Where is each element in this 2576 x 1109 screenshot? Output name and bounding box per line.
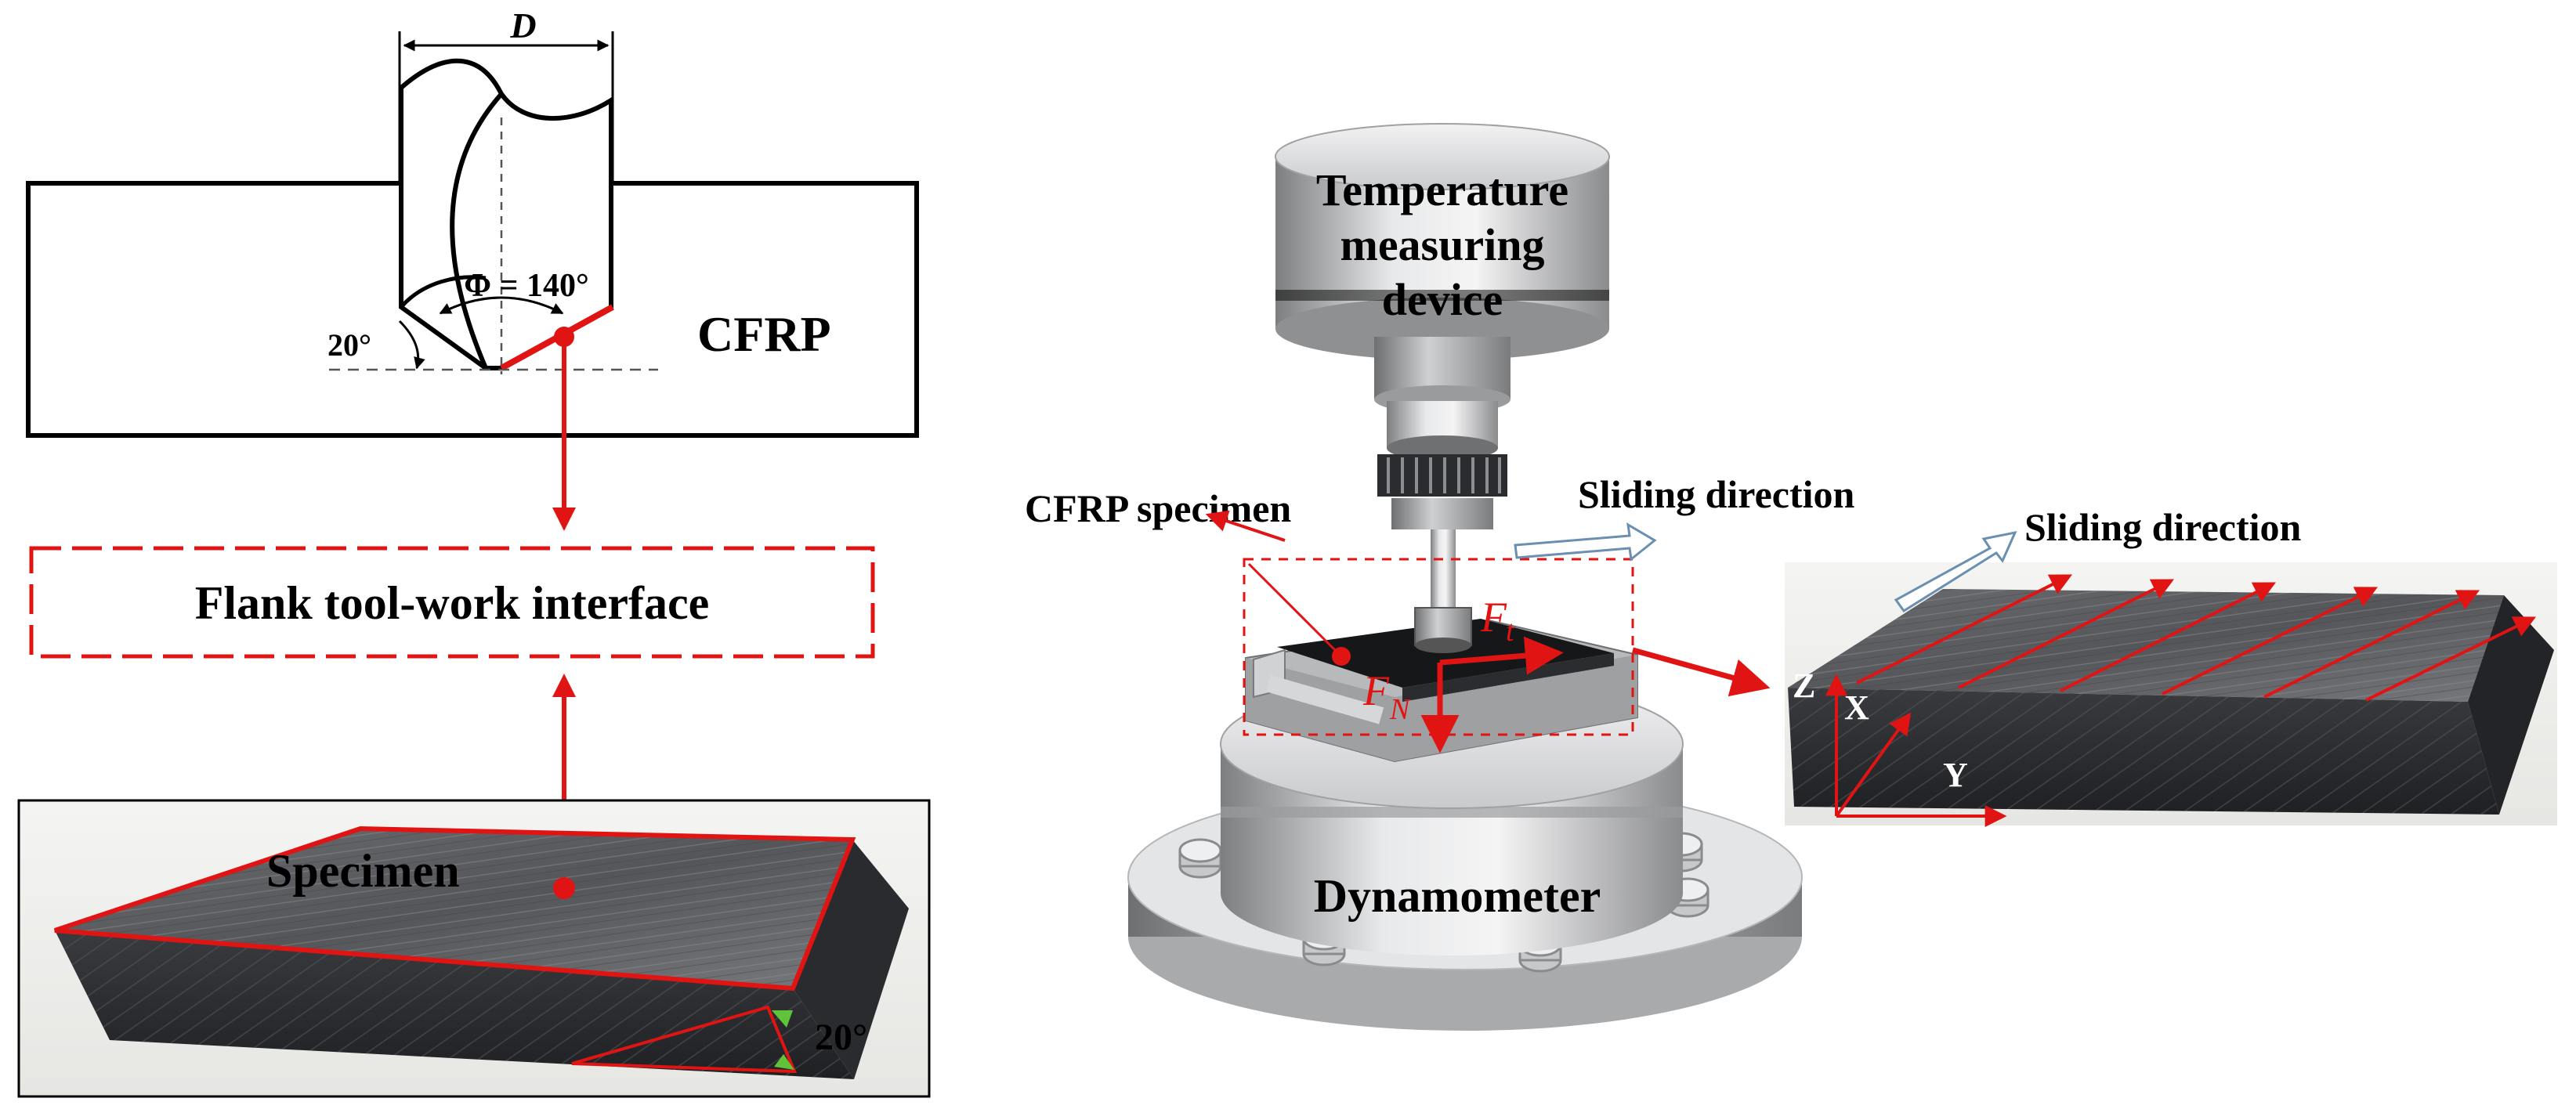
test-rig: Dynamometer Temperature measuring device	[1025, 123, 1855, 1031]
cfrp-specimen-pointer-1	[1205, 510, 1286, 542]
force-tangential-arrow	[1439, 636, 1564, 675]
cfrp-specimen-label: CFRP specimen	[1025, 486, 1291, 530]
dimension-d-label: D	[509, 5, 536, 45]
point-angle-arc	[439, 296, 564, 315]
coordinate-axes	[1825, 674, 2007, 827]
specimen-right-face	[793, 840, 909, 1079]
drill-flute-2	[400, 275, 487, 309]
lip-angle-label: 20°	[327, 327, 371, 363]
temp-device-top	[1275, 123, 1610, 190]
dynamometer-label: Dynamometer	[1314, 870, 1601, 922]
cfrp-specimen-pointer-2	[1247, 562, 1343, 658]
specimen-label: Specimen	[266, 845, 460, 897]
surface-sliding-arrows	[1856, 574, 2537, 702]
enlarged-specimen: Z X Y Sliding direction	[1785, 505, 2557, 827]
interface-box-group: Flank tool-work interface	[29, 546, 875, 659]
cfrp-block	[26, 181, 919, 438]
specimen-outline	[54, 825, 856, 992]
cfrp-specimen-dot	[1332, 647, 1351, 666]
axis-y-label: Y	[1943, 756, 1968, 794]
specimen-angle-label: 20°	[815, 1017, 867, 1058]
axis-x-line	[1835, 712, 1912, 818]
zoom-arrow	[1632, 647, 1771, 697]
tool-shank	[1431, 529, 1456, 608]
temp-device-label-1: Temperature	[1316, 164, 1568, 215]
drill-flute-1	[450, 92, 504, 370]
axis-z-label: Z	[1793, 666, 1815, 705]
sliding-arrow-1	[1514, 522, 1657, 562]
cfrp-label: CFRP	[697, 306, 831, 362]
force-tangential-sub: t	[1506, 615, 1515, 648]
enlarged-right-face	[2468, 595, 2554, 815]
specimen-angle-triangle	[571, 1005, 798, 1074]
axis-x-label: X	[1844, 688, 1869, 727]
temp-device-label-2: measuring	[1340, 219, 1545, 270]
drill-body	[399, 58, 613, 370]
specimen-point	[553, 877, 575, 899]
specimen-photo: 20° Specimen	[17, 799, 931, 1098]
sliding-direction-label-2: Sliding direction	[2024, 505, 2302, 549]
lip-angle-arc	[398, 320, 425, 370]
sliding-direction-label-1: Sliding direction	[1578, 472, 1855, 516]
cfrp-schematic: D Φ = 140° 20° CFRP	[26, 5, 919, 531]
angle-marker-bottom	[774, 1054, 794, 1070]
point-angle-label: Φ = 140°	[464, 268, 589, 304]
force-tangential-main: F	[1480, 594, 1507, 641]
fixture-specimen	[1277, 619, 1614, 688]
temp-device-label-3: device	[1382, 274, 1503, 325]
interface-box	[29, 546, 875, 659]
force-normal-main: F	[1362, 667, 1390, 714]
sliding-arrow-2	[1894, 530, 2017, 613]
spindle-chuck	[1391, 498, 1493, 529]
angle-marker-top	[772, 1010, 793, 1028]
force-normal-sub: N	[1389, 693, 1412, 726]
interface-label: Flank tool-work interface	[195, 577, 710, 629]
